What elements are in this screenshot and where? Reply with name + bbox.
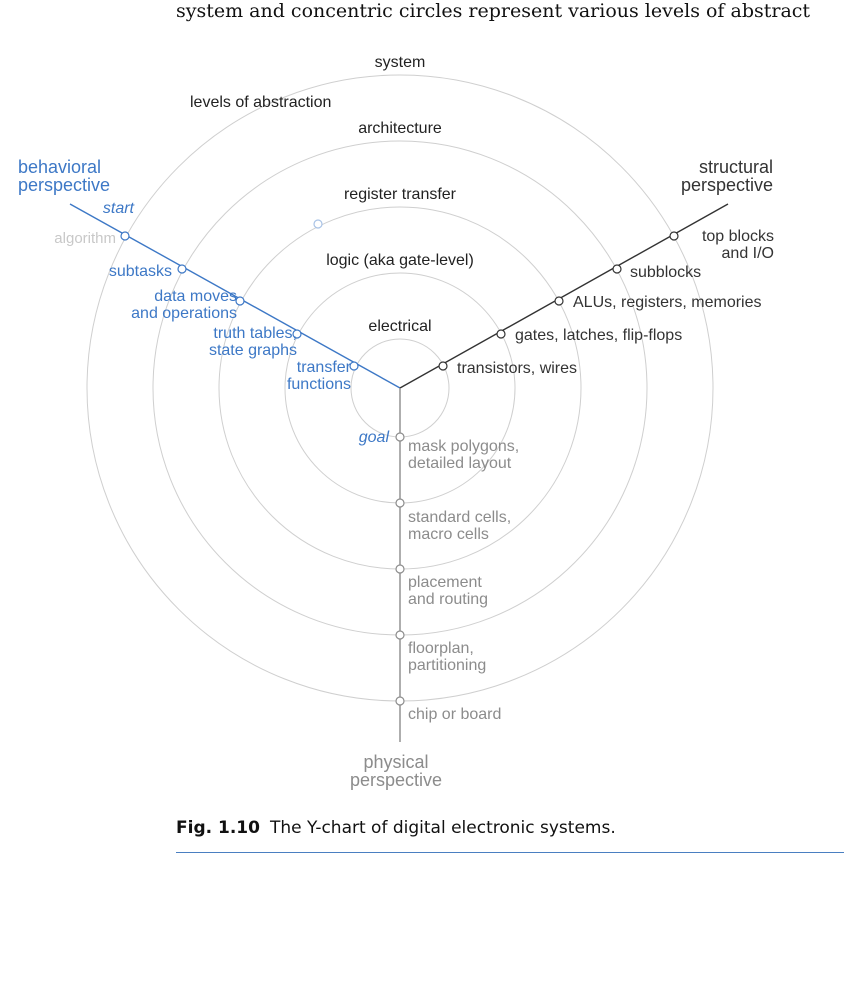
- structural-marker-2: [612, 264, 622, 274]
- behavioral-marker-2: [177, 264, 187, 274]
- structural-item-gates: gates, latches, flip-flops: [515, 327, 682, 344]
- structural-item-alus: ALUs, registers, memories: [573, 294, 762, 311]
- level-electrical-line: electrical: [368, 318, 431, 335]
- behavioral-item-transfer-functions-line: transfer: [297, 359, 352, 376]
- y-chart-diagram: system levels of abstraction architecture r…: [18, 54, 774, 790]
- structural-item-top-blocks-line: and I/O: [722, 245, 774, 262]
- level-logic: logic (aka gate-level): [326, 252, 474, 269]
- level-abstraction-heading-line: levels of abstraction: [190, 94, 331, 111]
- behavioral-register-marker: [313, 219, 323, 229]
- behavioral-item-algorithm: algorithm: [54, 230, 116, 247]
- structural-marker-3: [554, 296, 564, 306]
- figure-caption-text: The Y-chart of digital electronic system…: [269, 818, 616, 838]
- behavioral-item-truth-tables-line: state graphs: [209, 342, 297, 359]
- behavioral-start-label-line: start: [103, 200, 135, 217]
- level-abstraction-heading: levels of abstraction: [190, 94, 331, 111]
- physical-marker-2: [395, 498, 405, 508]
- physical-item-standard-cells: standard cells,macro cells: [408, 509, 511, 543]
- behavioral-item-data-moves-line: data moves: [154, 288, 237, 305]
- physical-item-standard-cells-line: standard cells,: [408, 509, 511, 526]
- behavioral-item-transfer-functions-line: functions: [287, 376, 351, 393]
- structural-marker-1: [669, 231, 679, 241]
- level-electrical: electrical: [368, 318, 431, 335]
- level-architecture: architecture: [358, 120, 442, 137]
- behavioral-item-truth-tables: truth tables,state graphs: [209, 325, 297, 359]
- figure-caption: Fig. 1.10 The Y-chart of digital electron…: [176, 818, 844, 838]
- physical-item-placement-line: and routing: [408, 591, 488, 608]
- physical-perspective-title-line: physical: [363, 752, 428, 772]
- physical-marker-4: [395, 630, 405, 640]
- structural-marker-5: [438, 361, 448, 371]
- physical-item-chip-or-board: chip or board: [408, 706, 501, 723]
- behavioral-item-algorithm-line: algorithm: [54, 230, 116, 247]
- caption-rule: [176, 852, 844, 853]
- behavioral-marker-5: [349, 361, 359, 371]
- level-system-line: system: [375, 54, 426, 71]
- physical-item-standard-cells-line: macro cells: [408, 526, 489, 543]
- physical-perspective-title-line: perspective: [350, 770, 442, 790]
- behavioral-goal-label: goal: [359, 429, 390, 446]
- preceding-text-line: system and concentric circles represent …: [176, 0, 811, 22]
- structural-item-subblocks-line: subblocks: [630, 264, 701, 281]
- physical-item-chip-or-board-line: chip or board: [408, 706, 501, 723]
- level-logic-line: logic (aka gate-level): [326, 252, 474, 269]
- physical-marker-3: [395, 564, 405, 574]
- behavioral-item-data-moves-line: and operations: [131, 305, 237, 322]
- behavioral-marker-4: [292, 329, 302, 339]
- behavioral-perspective-title-line: behavioral: [18, 157, 101, 177]
- structural-item-transistors-line: transistors, wires: [457, 360, 577, 377]
- physical-item-floorplan-line: partitioning: [408, 657, 486, 674]
- behavioral-item-subtasks: subtasks: [109, 263, 172, 280]
- physical-item-mask-polygons-line: mask polygons,: [408, 438, 519, 455]
- behavioral-item-subtasks-line: subtasks: [109, 263, 172, 280]
- physical-marker-1: [395, 432, 405, 442]
- level-architecture-line: architecture: [358, 120, 442, 137]
- behavioral-start-label: start: [103, 200, 135, 217]
- physical-marker-5: [395, 696, 405, 706]
- behavioral-item-truth-tables-line: truth tables,: [213, 325, 297, 342]
- structural-item-alus-line: ALUs, registers, memories: [573, 294, 762, 311]
- level-system: system: [375, 54, 426, 71]
- structural-item-top-blocks-line: top blocks: [702, 228, 774, 245]
- physical-item-floorplan-line: floorplan,: [408, 640, 474, 657]
- physical-item-floorplan: floorplan,partitioning: [408, 640, 486, 674]
- figure-label: Fig. 1.10: [176, 818, 260, 838]
- physical-item-mask-polygons: mask polygons,detailed layout: [408, 438, 519, 472]
- structural-perspective-title-line: structural: [699, 157, 773, 177]
- behavioral-perspective-title-line: perspective: [18, 175, 110, 195]
- behavioral-marker-1: [120, 231, 130, 241]
- structural-perspective-title-line: perspective: [681, 175, 773, 195]
- physical-item-mask-polygons-line: detailed layout: [408, 455, 512, 472]
- structural-item-subblocks: subblocks: [630, 264, 701, 281]
- structural-item-transistors: transistors, wires: [457, 360, 577, 377]
- level-register-transfer-line: register transfer: [344, 186, 457, 203]
- physical-item-placement-line: placement: [408, 574, 482, 591]
- level-register-transfer: register transfer: [344, 186, 457, 203]
- behavioral-marker-3: [235, 296, 245, 306]
- structural-marker-4: [496, 329, 506, 339]
- behavioral-goal-label-line: goal: [359, 429, 390, 446]
- structural-item-gates-line: gates, latches, flip-flops: [515, 327, 682, 344]
